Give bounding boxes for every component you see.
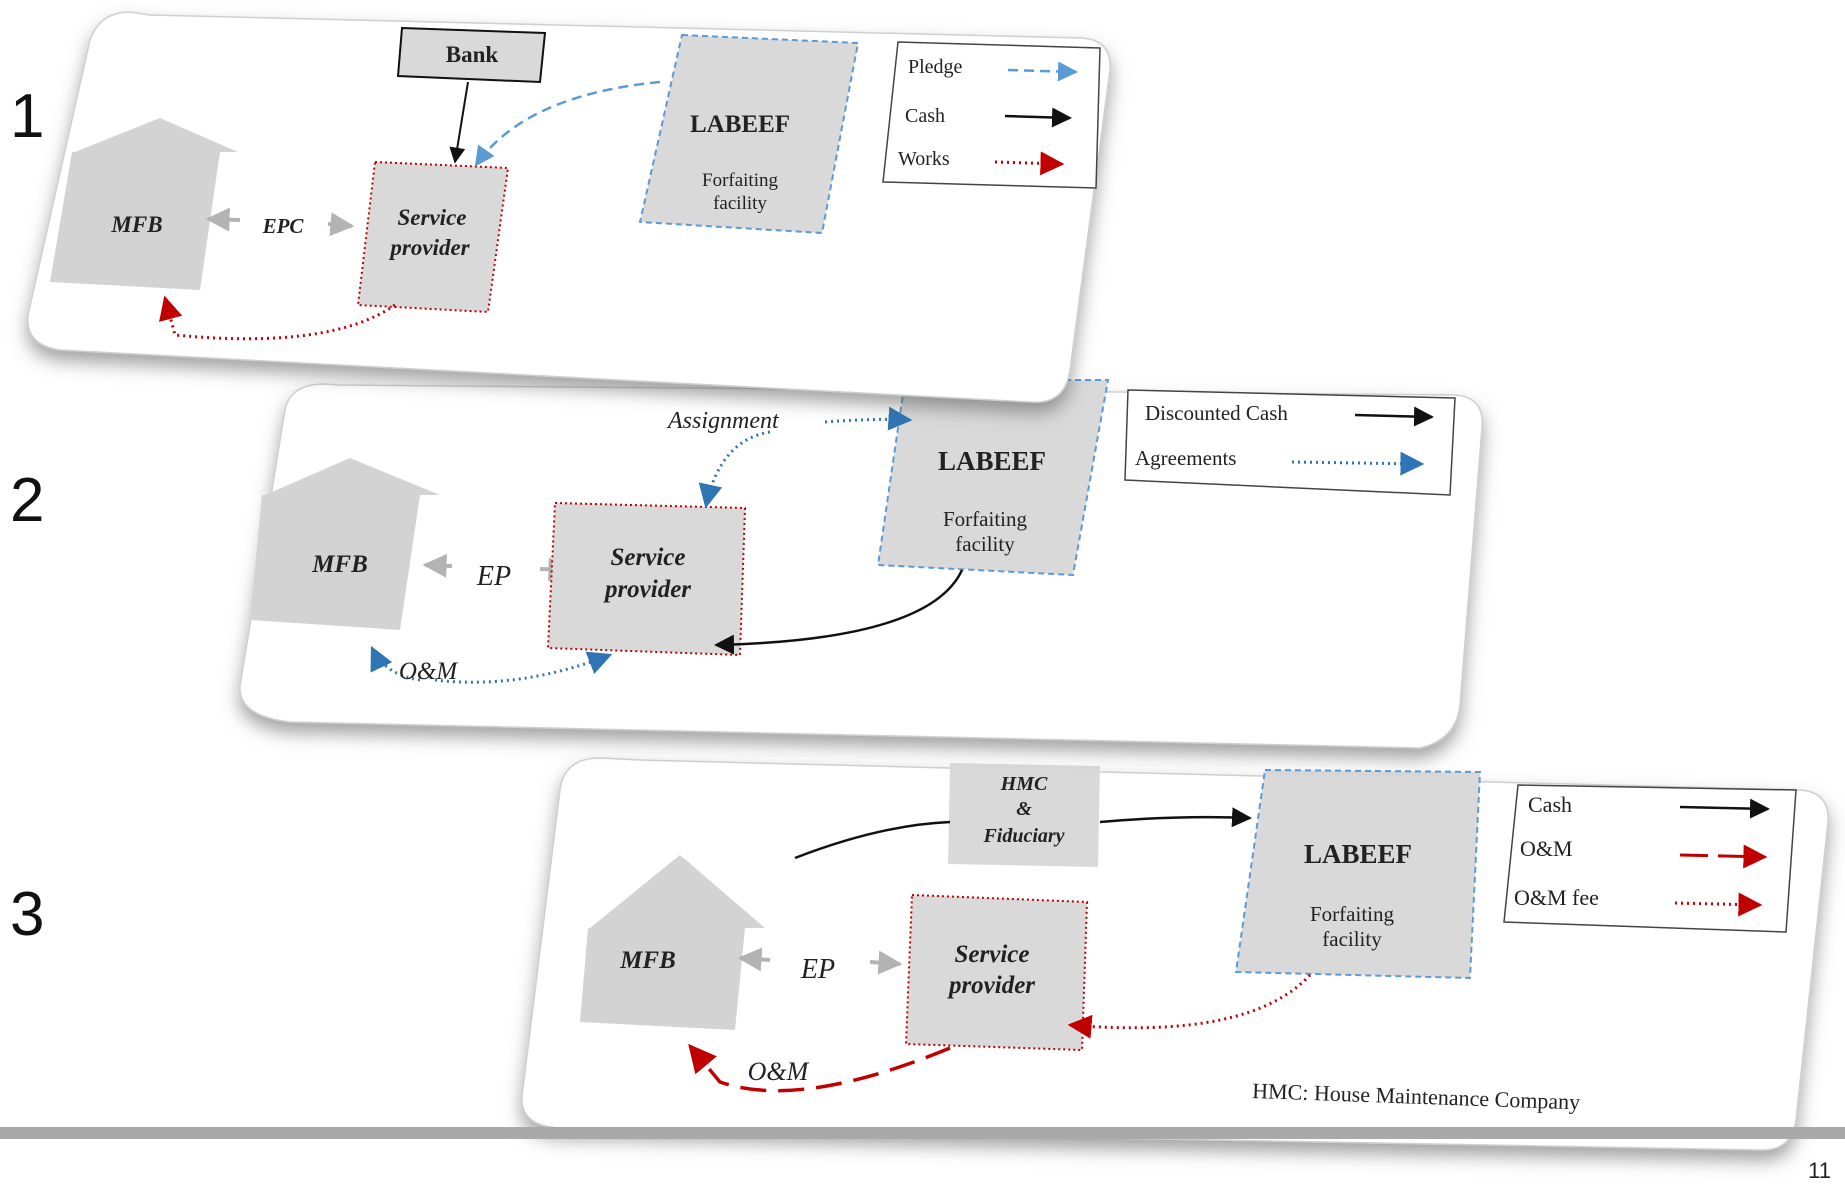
panel-1-service-provider-box [356, 160, 510, 314]
panel-1-mfb-label: MFB [110, 212, 162, 237]
panel-2-mfb-label: MFB [311, 551, 368, 578]
panel-3-ep-left-arrow [737, 947, 771, 972]
panel-3-om-label: O&M [748, 1057, 810, 1086]
panel-2-ep-label: EP [476, 561, 511, 592]
panel-3-ep-label: EP [800, 954, 835, 985]
panel-2-discounted-cash-arrow [714, 569, 964, 655]
panel-3-service-provider-box [904, 893, 1089, 1052]
panel-2-assignment-arrow-down [698, 430, 771, 509]
panel-1-epc-right-arrow [327, 212, 355, 237]
panel-1-legend-works-line [994, 151, 1065, 176]
panel-3-service-label-1: Service [955, 941, 1030, 968]
panel-2-assignment-arrow-right [824, 406, 913, 431]
panel-3-forfaiting-label-2: facility [1322, 927, 1382, 951]
panel-3-legend-om-label: O&M [1520, 836, 1573, 861]
panel-2-labeef-label: LABEEF [938, 446, 1046, 476]
panel-3-legend-om-line [1679, 844, 1768, 869]
panel-3-legend-om-fee-label: O&M fee [1514, 885, 1599, 910]
panel-1-pledge-arrow [474, 80, 661, 167]
panel-2: MFB EP Service provider LABEEF Forfaitin… [239, 379, 1483, 749]
panel-1-cash-arrow [449, 81, 469, 164]
panel-2-forfaiting-label-2: facility [955, 532, 1015, 556]
panel-3-house-shape [580, 855, 765, 1030]
panel-2-om-arrow-left [370, 645, 421, 682]
panel-3: MFB EP Service provider HMC & Fiduciary … [521, 757, 1829, 1151]
panel-3-hmc-label-1: HMC [1000, 773, 1048, 795]
panel-2-legend-agreements-line [1291, 451, 1425, 476]
panel-2-ep-left-arrow [422, 553, 453, 578]
panel-1-epc-left-arrow [205, 207, 241, 232]
panel-1-service-label-2: provider [388, 235, 470, 260]
panel-3-forfaiting-label-1: Forfaiting [1310, 902, 1394, 926]
panel-3-om-arrow [688, 1043, 951, 1093]
panel-3-labeef-label: LABEEF [1304, 839, 1412, 869]
panel-2-legend-discounted-cash-line [1354, 406, 1434, 427]
panel-3-legend-cash-line [1679, 798, 1770, 819]
panel-1-bank-box [396, 26, 547, 84]
panel-3-legend-box [1503, 784, 1797, 933]
page-number: 11 [1808, 1158, 1831, 1183]
step-number-1: 1 [10, 82, 45, 151]
step-number-2: 2 [10, 466, 45, 535]
panel-3-service-label-2: provider [947, 972, 1035, 999]
panel-1-house-shape [50, 118, 238, 290]
panel-3-hmc-box [948, 763, 1100, 867]
panel-1-service-label-1: Service [398, 205, 467, 230]
panel-2-service-label-1: Service [611, 544, 686, 571]
panel-1-epc-label: EPC [262, 214, 305, 238]
panel-1-labeef-box [638, 33, 860, 235]
panel-1-forfaiting-label-2: facility [713, 193, 767, 214]
panel-1-forfaiting-label-1: Forfaiting [702, 170, 778, 191]
panel-2-om-label: O&M [399, 658, 459, 685]
panel-2-service-provider-box [546, 501, 747, 657]
panel-3-legend-cash-label: Cash [1528, 792, 1572, 817]
panel-3-cash-arrow-in [794, 820, 951, 860]
panel-3-hmc-label-3: Fiduciary [982, 825, 1064, 847]
panel-2-assignment-label: Assignment [666, 408, 780, 434]
panel-1-works-arrow [159, 295, 396, 341]
panel-2-legend-agreements-label: Agreements [1135, 446, 1236, 470]
panel-3-card [521, 757, 1829, 1151]
panel-2-forfaiting-label-1: Forfaiting [943, 507, 1027, 531]
panel-3-labeef-box [1234, 768, 1482, 980]
panel-1: MFB EPC Service provider Bank LABEEF For… [27, 11, 1111, 403]
panel-1-legend-works-label: Works [898, 148, 950, 170]
panel-1-legend-cash-line [1004, 107, 1072, 128]
step-number-3: 3 [10, 880, 45, 949]
panel-3-ep-right-arrow [869, 950, 903, 975]
panel-1-legend-cash-label: Cash [905, 105, 945, 127]
panel-1-legend-pledge-label: Pledge [908, 56, 963, 78]
panel-2-service-label-2: provider [603, 576, 691, 603]
panel-2-legend-discounted-cash-label: Discounted Cash [1145, 401, 1288, 425]
panel-1-bank-label: Bank [446, 42, 499, 67]
panel-1-labeef-label: LABEEF [690, 111, 790, 138]
footer-bar [0, 1127, 1845, 1139]
panel-3-om-fee-arrow [1067, 973, 1312, 1039]
panel-2-house-shape [250, 458, 440, 630]
panel-3-cash-arrow-out [1099, 807, 1252, 828]
panel-3-mfb-label: MFB [619, 947, 676, 974]
panel-1-legend-pledge-line [1007, 61, 1078, 82]
panel-3-legend-om-fee-line [1674, 892, 1763, 917]
panel-3-hmc-label-2: & [1016, 798, 1032, 820]
